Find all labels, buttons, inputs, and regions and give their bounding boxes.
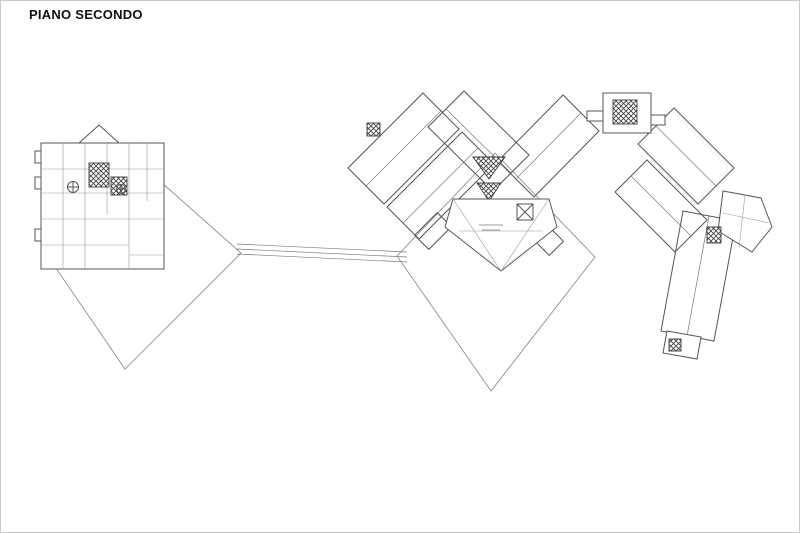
wing-southeast <box>660 210 737 342</box>
page-title: PIANO SECONDO <box>29 7 143 22</box>
southeast-end-cap <box>662 330 702 360</box>
east-pentagon-bay <box>717 190 773 253</box>
balcony-projections <box>34 150 42 242</box>
elevator-core-hatch <box>110 176 128 196</box>
wing-north-center-right <box>497 94 600 198</box>
central-terrace-roof-outline <box>396 152 596 392</box>
left-building-plan <box>34 124 242 370</box>
column-symbol <box>116 184 126 194</box>
connecting-walkway <box>236 243 408 263</box>
stair-core-hatch <box>668 338 682 352</box>
elevator-core-hatch <box>366 122 381 137</box>
elevator-core-hatch <box>706 226 722 244</box>
stair-core-hatch <box>88 162 110 188</box>
courtyard-stair-triangles <box>472 156 506 202</box>
stair-run-west <box>413 211 453 251</box>
top-service-block <box>586 92 666 134</box>
central-hall <box>444 198 558 272</box>
main-building-plan <box>347 90 773 392</box>
wing-northwest-upper <box>347 92 460 205</box>
left-building-bay-triangle <box>78 124 120 144</box>
wing-north-center-left <box>427 90 530 192</box>
stair-core-hatch <box>612 99 638 125</box>
central-hall-label-marks <box>479 224 503 231</box>
roof-access-square <box>516 203 534 221</box>
column-symbol <box>67 181 79 193</box>
left-building-outline <box>40 142 165 270</box>
wing-northeast-lower <box>614 159 708 253</box>
